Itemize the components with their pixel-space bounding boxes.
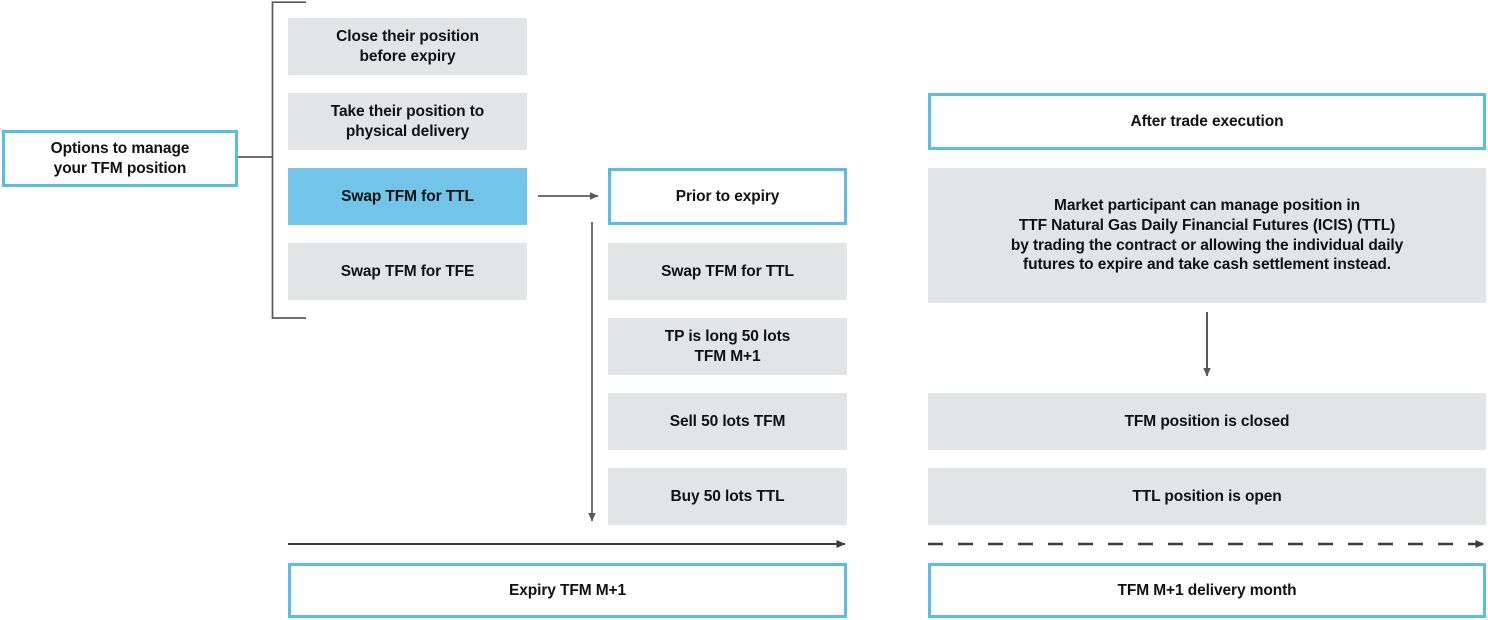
right-outcome-1-label: TTL position is open [1132,487,1282,505]
middle-step-swap-tfm-for-ttl-box[interactable]: Swap TFM for TTL [608,243,847,300]
right-desc-line1: Market participant can manage position i… [1054,196,1360,214]
middle-header-label: Prior to expiry [675,187,780,205]
option-0-line1: Close their position [336,27,479,45]
middle-step-sell-50-lots-tfm-box[interactable]: Sell 50 lots TFM [608,393,847,450]
root-label-line1: Options to manage [50,139,190,157]
middle-step-1-line1: TP is long 50 lots [664,327,791,345]
option-1-line2: physical delivery [345,122,470,140]
option-swap-tfm-for-ttl-box[interactable]: Swap TFM for TTL [288,168,527,225]
right-outcome-ttl-position-open-box[interactable]: TTL position is open [928,468,1486,525]
middle-step-tp-long-50-lots-box[interactable]: TP is long 50 lots TFM M+1 [608,318,847,375]
right-outcome-0-label: TFM position is closed [1124,412,1290,430]
right-outcome-tfm-position-closed-box[interactable]: TFM position is closed [928,393,1486,450]
option-1-line1: Take their position to [330,102,485,120]
option-2-line1: Swap TFM for TTL [341,187,474,205]
option-0-line2: before expiry [359,47,456,65]
right-desc-line4: futures to expire and take cash settleme… [1023,256,1391,274]
right-header-after-trade-execution-box[interactable]: After trade execution [928,93,1486,150]
middle-header-prior-to-expiry-box[interactable]: Prior to expiry [608,168,847,225]
option-physical-delivery-box[interactable]: Take their position to physical delivery [288,93,527,150]
option-close-position-box[interactable]: Close their position before expiry [288,18,527,75]
option-swap-tfm-for-tfe-box[interactable]: Swap TFM for TFE [288,243,527,300]
middle-step-0-line1: Swap TFM for TTL [661,262,794,280]
middle-step-1-line2: TFM M+1 [694,347,761,365]
right-header-label: After trade execution [1130,112,1284,130]
middle-step-buy-50-lots-ttl-box[interactable]: Buy 50 lots TTL [608,468,847,525]
timeline-expiry-tfm-box[interactable]: Expiry TFM M+1 [288,563,847,618]
right-description-box[interactable]: Market participant can manage position i… [928,168,1486,303]
right-desc-line3: by trading the contract or allowing the … [1010,236,1404,254]
timeline-delivery-label: TFM M+1 delivery month [1117,581,1297,599]
timeline-expiry-label: Expiry TFM M+1 [508,581,627,599]
middle-step-2-line1: Sell 50 lots TFM [669,412,786,430]
root-options-box[interactable]: Options to manage your TFM position [2,130,238,187]
right-desc-line2: TTF Natural Gas Daily Financial Futures … [1018,216,1396,234]
option-3-line1: Swap TFM for TFE [340,262,475,280]
root-label-line2: your TFM position [53,159,187,177]
middle-step-3-line1: Buy 50 lots TTL [670,487,785,505]
timeline-tfm-delivery-month-box[interactable]: TFM M+1 delivery month [928,563,1486,618]
